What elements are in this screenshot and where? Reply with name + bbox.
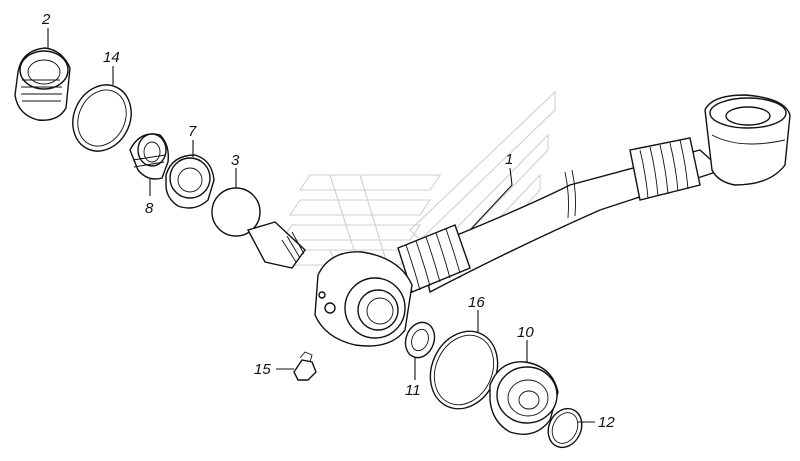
- callout-15: 15: [254, 361, 271, 378]
- callout-7: 7: [188, 123, 197, 140]
- leader-lines: [47, 28, 595, 423]
- part-1-tie-rod: [314, 94, 791, 347]
- part-10-dust-cover: [489, 361, 559, 435]
- leader-1: [469, 167, 513, 231]
- callout-2: 2: [41, 11, 51, 28]
- part-12-snap-ring: [547, 407, 583, 449]
- callout-8: 8: [145, 200, 154, 217]
- callout-3: 3: [231, 152, 240, 169]
- part-15-grease-fitting: [293, 351, 317, 381]
- callout-10: 10: [517, 324, 534, 341]
- part-11-small-bushing: [404, 321, 436, 359]
- callout-1: 1: [505, 151, 513, 168]
- part-8-bushing: [129, 133, 170, 180]
- tie-rod-right-head: [704, 94, 791, 186]
- callout-14: 14: [103, 49, 120, 66]
- callout-16: 16: [468, 294, 485, 311]
- callout-11: 11: [405, 382, 421, 399]
- tie-rod-left-head: [314, 251, 413, 347]
- part-2-threaded-plug: [14, 47, 71, 121]
- callout-labels: 2 14 7 8 3 1 16 10 15 11 12: [41, 11, 615, 431]
- part-14-flat-ring: [72, 84, 132, 152]
- tie-rod-right-boot: [629, 137, 701, 201]
- part-16-o-ring: [429, 330, 499, 410]
- part-7-insert: [165, 154, 215, 209]
- callout-12: 12: [598, 414, 615, 431]
- part-3-ball-pin: [211, 187, 306, 269]
